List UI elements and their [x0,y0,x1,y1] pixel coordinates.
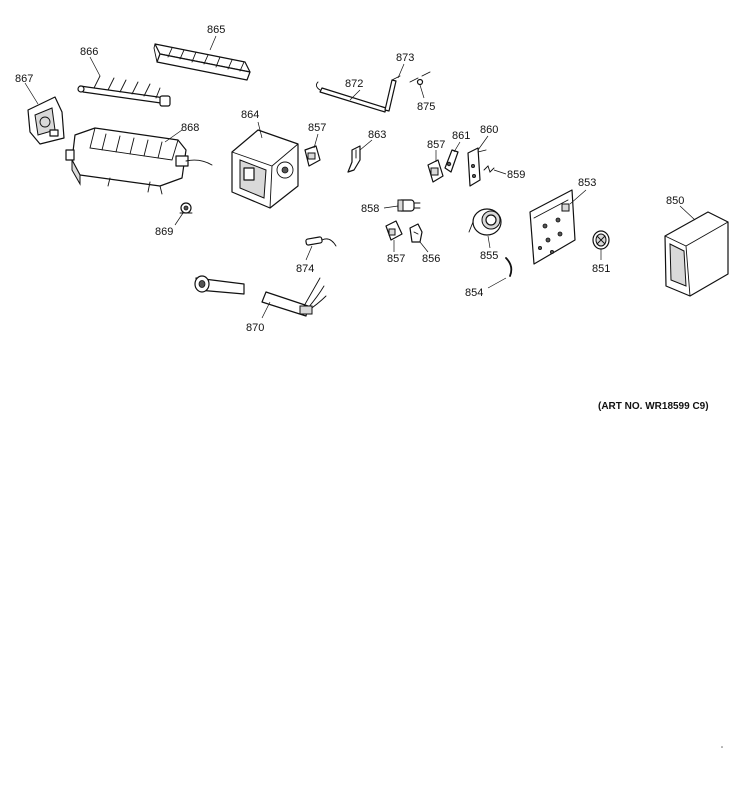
leader-869 [174,212,184,226]
leader-867 [24,82,39,105]
label-853: 853 [578,177,596,189]
part-856-drawing [409,223,423,243]
part-865-drawing [153,43,251,81]
leader-875 [419,84,425,99]
leader-857a [313,133,319,149]
part-866-drawing [77,75,171,107]
leader-860 [477,135,489,151]
label-861: 861 [452,130,470,142]
leader-861 [453,141,461,153]
leader-859 [493,169,507,175]
art-number: (ART NO. WR18599 C9) [598,401,709,412]
label-865: 865 [207,24,225,36]
label-858: 858 [361,203,379,215]
label-857b: 857 [427,139,445,151]
label-864: 864 [241,109,259,121]
label-870: 870 [246,322,264,334]
leader-855 [487,235,491,249]
part-859-drawing [483,165,495,173]
part-869-drawing [179,202,193,214]
label-856: 856 [422,253,440,265]
leader-874 [305,245,313,261]
label-873: 873 [396,52,414,64]
label-857c: 857 [387,253,405,265]
leader-850 [679,205,696,221]
part-857a-drawing [304,145,321,167]
leader-873 [397,63,405,79]
part-872-drawing [315,75,401,113]
part-854-drawing [505,257,513,277]
part-857b-drawing [427,159,444,183]
part-853-drawing [529,189,576,265]
corner-dot [721,746,723,748]
leader-863 [359,139,373,151]
part-863-drawing [347,145,361,173]
label-875: 875 [417,101,435,113]
label-863: 863 [368,129,386,141]
label-874: 874 [296,263,314,275]
label-872: 872 [345,78,363,90]
label-851: 851 [592,263,610,275]
part-867-drawing [27,96,65,145]
leader-853 [569,189,587,205]
part-870-drawing [194,275,327,317]
leader-865 [209,35,217,51]
leader-868 [164,129,183,143]
label-850: 850 [666,195,684,207]
part-858-drawing [397,199,421,212]
leader-864 [257,121,263,139]
part-864-drawing [231,129,299,209]
label-857a: 857 [308,122,326,134]
leader-856 [419,241,429,253]
leader-858 [383,205,399,209]
leader-854 [487,277,507,289]
label-854: 854 [465,287,483,299]
part-860-drawing [467,147,487,187]
part-868-drawing [65,127,213,195]
leader-866 [89,56,101,77]
part-861-drawing [444,149,459,173]
part-850-drawing [664,211,729,297]
label-866: 866 [80,46,98,58]
label-869: 869 [155,226,173,238]
label-860: 860 [480,124,498,136]
leader-870 [261,301,271,319]
part-857c-drawing [385,220,403,241]
part-874-drawing [305,236,337,247]
part-855-drawing [468,208,502,236]
part-875-drawing [409,71,431,86]
label-859: 859 [507,169,525,181]
label-868: 868 [181,122,199,134]
label-867: 867 [15,73,33,85]
label-855: 855 [480,250,498,262]
leader-872 [349,89,361,101]
part-851-drawing [592,230,610,250]
